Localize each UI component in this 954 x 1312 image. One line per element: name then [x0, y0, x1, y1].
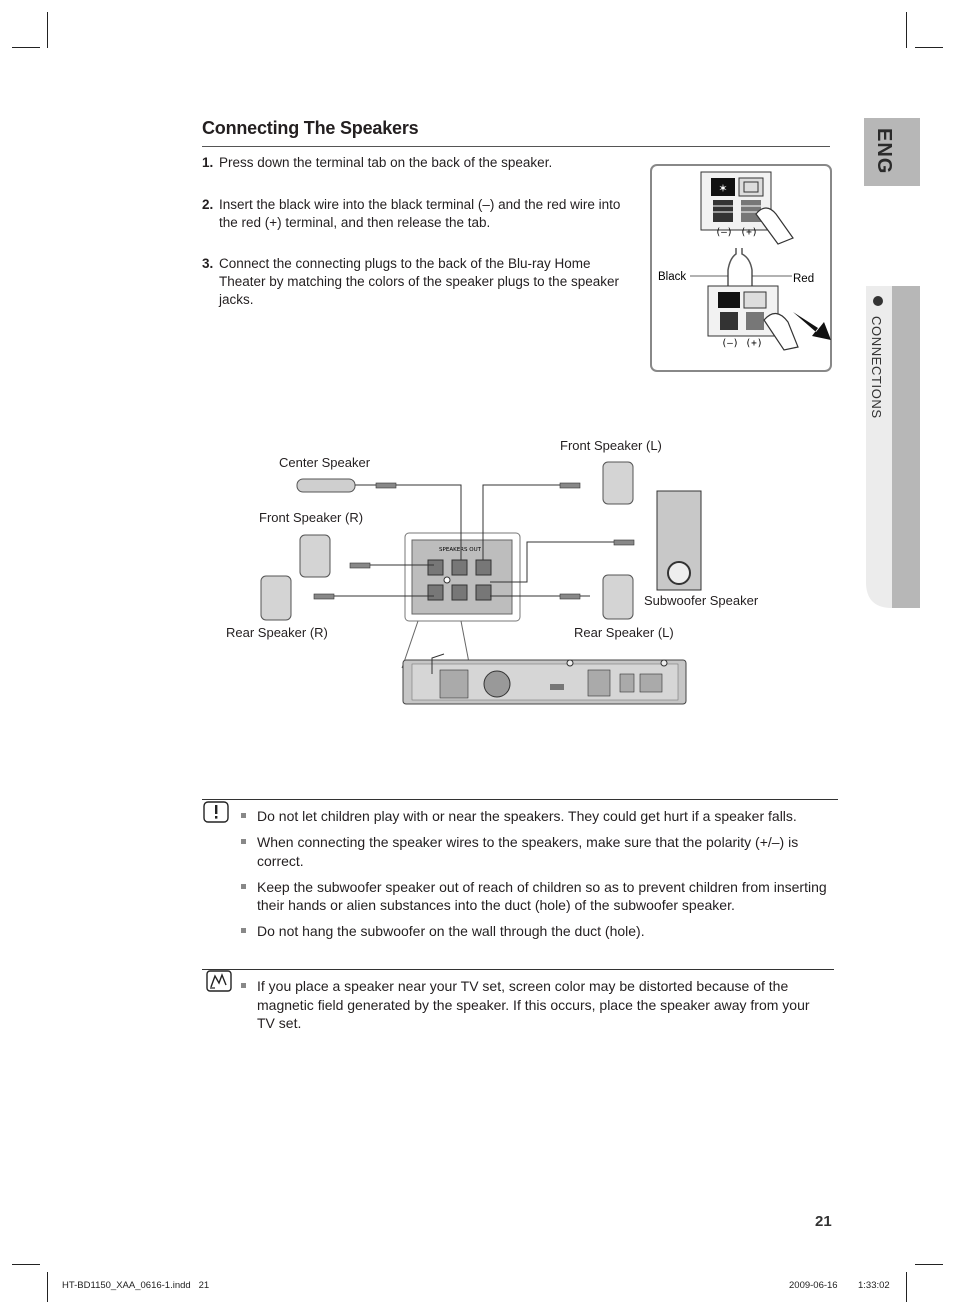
crop-mark [906, 12, 907, 48]
section-tab [866, 286, 920, 608]
section-bullet [873, 296, 883, 306]
caution-item: Do not let children play with or near th… [240, 807, 830, 826]
crop-mark [47, 12, 48, 48]
step-text: Connect the connecting plugs to the back… [219, 256, 619, 307]
step-number: 1. [202, 155, 214, 170]
black-wire-label: Black [658, 271, 686, 283]
caution-divider [202, 799, 838, 800]
terminal-illustration: ✶ (–) (+) Black Red (–) (+) [650, 164, 832, 372]
rear-speaker-l [602, 574, 634, 620]
rear-speaker-l-label: Rear Speaker (L) [574, 625, 674, 640]
subwoofer-label: Subwoofer Speaker [644, 593, 759, 608]
page-number: 21 [815, 1213, 832, 1230]
crop-mark [915, 47, 943, 48]
section-label: CONNECTIONS [869, 316, 884, 419]
bullet-icon [241, 983, 246, 988]
crop-mark [47, 1272, 48, 1302]
plus-label: (+) [745, 338, 762, 349]
bullet-icon [241, 883, 246, 889]
language-tab: ENG [864, 118, 920, 186]
caution-list: Do not let children play with or near th… [240, 807, 830, 948]
rear-speaker-r-label: Rear Speaker (R) [226, 625, 328, 640]
step-number: 3. [202, 256, 214, 271]
step-1: 1. Press down the terminal tab on the ba… [202, 154, 632, 172]
crop-mark [12, 1264, 40, 1265]
minus-label: (–) [721, 338, 738, 349]
step-3: 3. Connect the connecting plugs to the b… [202, 255, 620, 309]
page-title: Connecting The Speakers [202, 118, 419, 138]
caution-item: Do not hang the subwoofer on the wall th… [240, 922, 830, 941]
svg-text:✶: ✶ [718, 182, 727, 195]
footer-file: HT-BD1150_XAA_0616-1.indd 21 [62, 1280, 210, 1291]
crop-mark [906, 1272, 907, 1302]
caution-item: When connecting the speaker wires to the… [240, 833, 830, 870]
bullet-icon [241, 839, 246, 844]
rear-speaker-r [260, 575, 292, 621]
note-icon [206, 970, 232, 992]
step-text: Press down the terminal tab on the back … [219, 155, 553, 170]
footer-time: 1:33:02 [858, 1280, 890, 1291]
minus-label: (–) [715, 227, 732, 238]
red-wire-label: Red [793, 273, 814, 285]
center-speaker-label: Center Speaker [279, 455, 371, 470]
crop-mark [12, 47, 40, 48]
caution-text: When connecting the speaker wires to the… [257, 834, 799, 869]
caution-item: Keep the subwoofer speaker out of reach … [240, 878, 830, 915]
caution-icon [203, 801, 229, 823]
language-label: ENG [873, 128, 895, 175]
step-text: Insert the black wire into the black ter… [219, 197, 621, 230]
note-item: If you place a speaker near your TV set,… [240, 977, 830, 1033]
note-divider [202, 969, 834, 970]
plus-label: (+) [740, 227, 757, 238]
crop-mark [915, 1264, 943, 1265]
speaker-diagram: SPEAKERS OUT [260, 461, 702, 705]
front-speaker-r-label: Front Speaker (R) [259, 510, 364, 525]
caution-text: Do not hang the subwoofer on the wall th… [257, 923, 645, 939]
step-2: 2. Insert the black wire into the black … [202, 196, 627, 232]
speakers-out-label: SPEAKERS OUT [439, 547, 482, 553]
bullet-icon [241, 813, 246, 818]
note-list: If you place a speaker near your TV set,… [240, 977, 830, 1040]
center-speaker [296, 478, 356, 493]
footer-date: 2009-06-16 [789, 1280, 838, 1291]
bullet-icon [241, 928, 246, 933]
front-speaker-r [299, 534, 331, 578]
front-speaker-l-label: Front Speaker (L) [560, 438, 662, 453]
caution-text: Keep the subwoofer speaker out of reach … [257, 878, 827, 914]
note-text: If you place a speaker near your TV set,… [257, 978, 810, 1031]
step-number: 2. [202, 197, 214, 212]
caution-text: Do not let children play with or near th… [257, 808, 797, 824]
title-divider [202, 146, 830, 147]
front-speaker-l [602, 461, 634, 505]
